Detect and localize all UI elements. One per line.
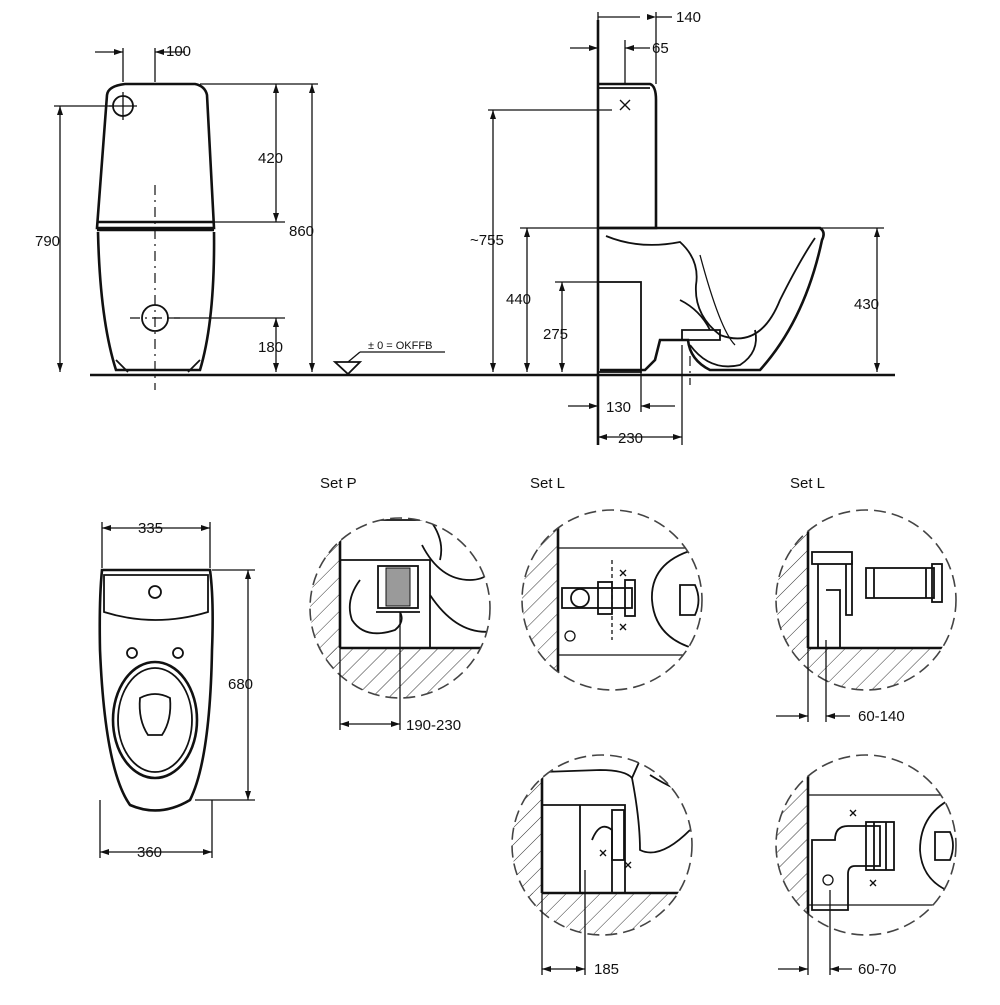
detail-1-dim: 190-230	[406, 717, 461, 734]
detail-2-title: Set L	[530, 475, 565, 492]
detail-4-circle	[511, 754, 693, 936]
inlet-pipe	[597, 281, 642, 373]
floor-ref-label: ± 0 = OKFFB	[368, 340, 432, 352]
dim-430-label: 430	[854, 296, 879, 313]
detail-set-l-2: Set L 60-140	[775, 475, 957, 725]
dim-100-label: 100	[166, 43, 191, 60]
dim-790-label: 790	[35, 233, 60, 250]
dim-335-label: 335	[138, 520, 163, 537]
detail-3-circle	[775, 509, 957, 691]
dim-440-label: 440	[506, 291, 531, 308]
dim-140-label: 140	[676, 9, 701, 26]
floor-ref-marker	[332, 361, 363, 376]
top-view-outline	[98, 568, 214, 812]
detail-4-dim: 185	[594, 961, 619, 978]
dim-65-label: 65	[652, 40, 669, 57]
dim-360-label: 360	[137, 844, 162, 861]
detail-3-dim: 60-140	[858, 708, 905, 725]
dim-755-label: ~755	[470, 232, 504, 249]
detail-5-circle	[775, 754, 957, 936]
dim-275-label: 275	[543, 326, 568, 343]
dim-860-label: 860	[289, 223, 314, 240]
dim-230-label: 230	[618, 430, 643, 447]
side-view: 140 65 ~755 440 275 430	[470, 9, 884, 447]
side-bowl-outline	[600, 226, 825, 372]
front-tank-outline	[95, 82, 216, 230]
detail-5-dim: 60-70	[858, 961, 896, 978]
front-bowl-outline	[96, 231, 216, 372]
front-view: 100 420 860 790 180 ± 0 = OKFFB	[35, 43, 445, 390]
detail-1-circle	[309, 517, 491, 699]
dim-180-label: 180	[258, 339, 283, 356]
detail-4: 185	[511, 754, 693, 978]
detail-set-p: Set P 190-230	[309, 475, 491, 734]
top-view: 335 680 360	[98, 520, 255, 861]
seat-ring	[111, 660, 199, 780]
detail-3-title: Set L	[790, 475, 825, 492]
dim-420-label: 420	[258, 150, 283, 167]
detail-2-circle	[521, 509, 703, 691]
dim-130-label: 130	[606, 399, 631, 416]
detail-set-l-1: Set L	[521, 475, 703, 691]
detail-1-title: Set P	[320, 475, 357, 492]
dim-680-label: 680	[228, 676, 253, 693]
side-tank-outline	[598, 82, 658, 230]
detail-5: 60-70	[775, 754, 957, 978]
